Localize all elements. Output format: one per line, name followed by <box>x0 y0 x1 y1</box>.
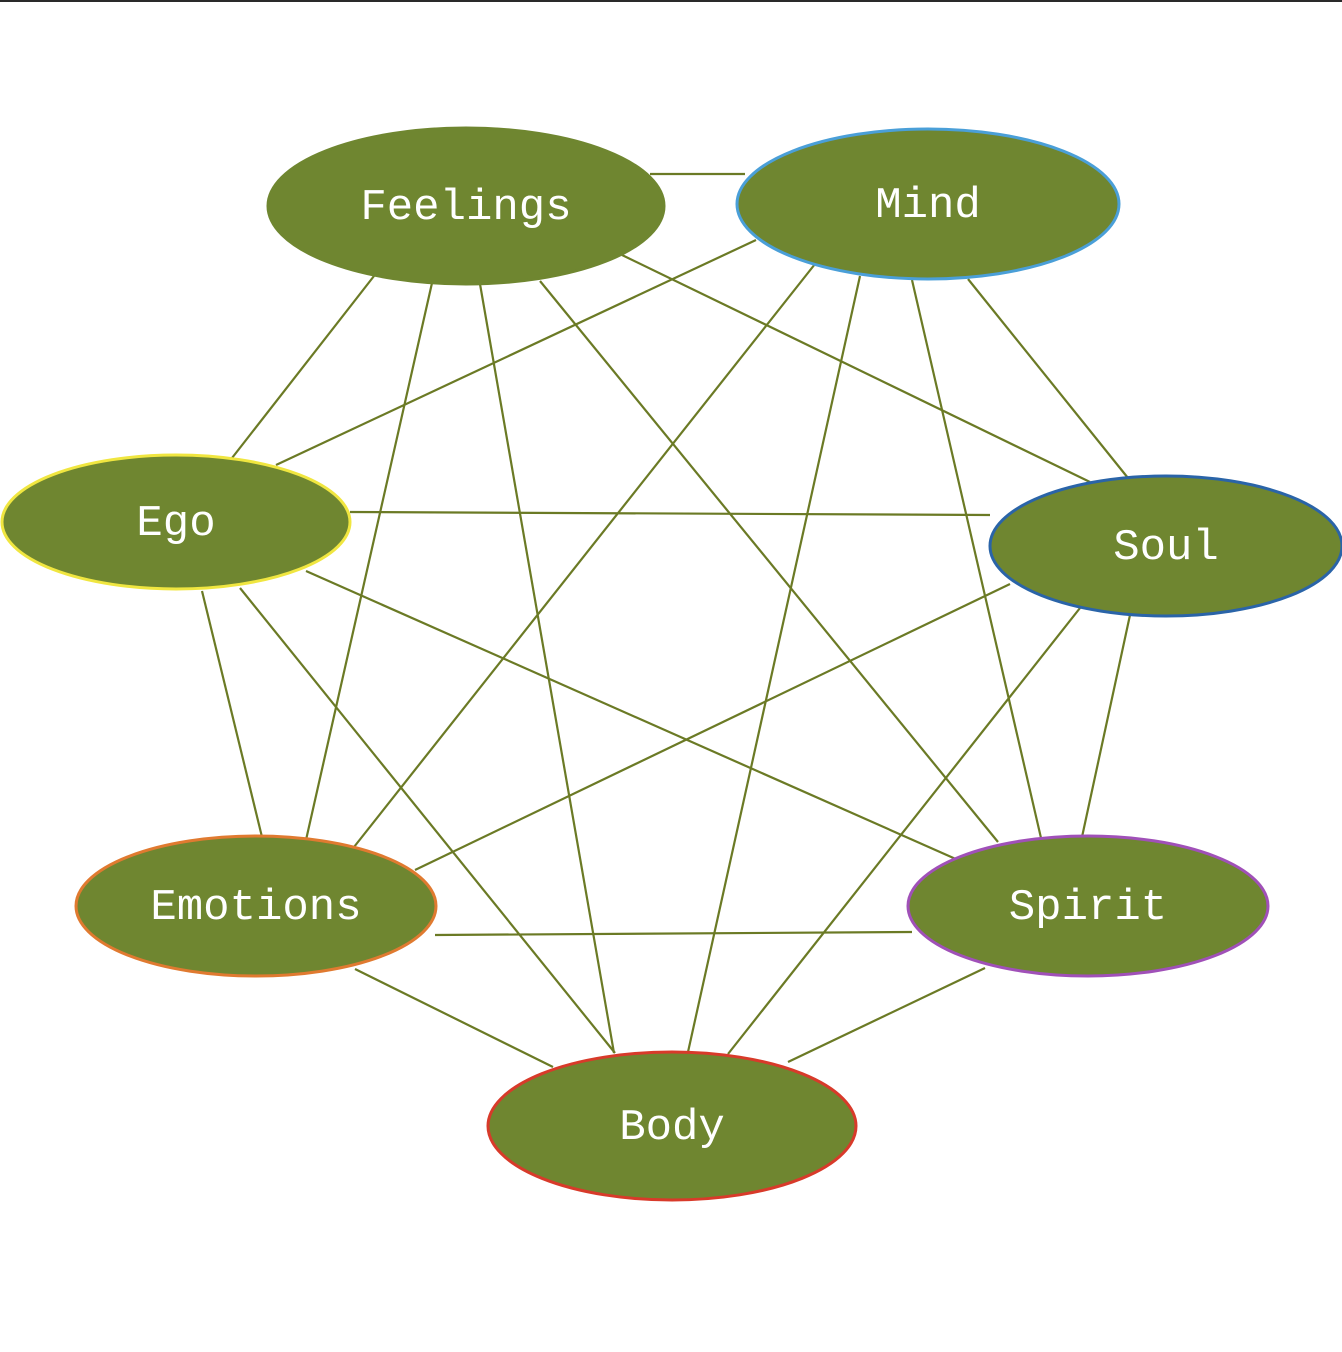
node-body[interactable]: Body <box>486 1050 858 1202</box>
node-ellipse-mind[interactable] <box>735 127 1121 281</box>
edges-layer <box>200 172 1132 1068</box>
node-ellipse-feelings[interactable] <box>266 126 666 286</box>
edge-mind-ego <box>275 239 757 466</box>
node-label-emotions: Emotions <box>150 883 361 933</box>
edge-emotions-body <box>354 968 554 1068</box>
node-mind[interactable]: Mind <box>735 127 1121 281</box>
edge-soul-spirit <box>1080 614 1132 838</box>
node-ellipse-emotions[interactable] <box>74 834 438 978</box>
edge-soul-emotions <box>414 583 1011 871</box>
edge-soul-body <box>727 607 1081 1055</box>
node-emotions[interactable]: Emotions <box>74 834 438 978</box>
node-soul[interactable]: Soul <box>988 474 1342 618</box>
node-ego[interactable]: Ego <box>0 453 352 591</box>
node-label-ego: Ego <box>136 499 215 549</box>
edge-ego-body <box>239 587 616 1054</box>
node-ellipse-body[interactable] <box>486 1050 858 1202</box>
node-feelings[interactable]: Feelings <box>266 126 666 286</box>
node-label-soul: Soul <box>1113 523 1219 573</box>
edge-feelings-spirit <box>539 280 999 843</box>
node-label-body: Body <box>619 1103 725 1153</box>
node-ellipse-ego[interactable] <box>0 453 352 591</box>
edge-ego-soul <box>349 510 991 517</box>
top-border <box>0 0 1342 2</box>
edge-feelings-body <box>478 283 616 1054</box>
node-label-mind: Mind <box>875 181 981 231</box>
edge-mind-soul <box>967 278 1129 479</box>
edge-mind-spirit <box>910 279 1043 839</box>
edge-ego-emotions <box>200 590 264 838</box>
node-ellipse-soul[interactable] <box>988 474 1342 618</box>
edge-mind-emotions <box>353 263 816 848</box>
edge-feelings-ego <box>231 275 375 459</box>
edge-mind-body <box>686 275 862 1053</box>
edge-emotions-spirit <box>434 930 913 937</box>
node-ellipse-spirit[interactable] <box>906 834 1270 978</box>
edge-ego-spirit <box>305 569 959 862</box>
node-spirit[interactable]: Spirit <box>906 834 1270 978</box>
node-label-feelings: Feelings <box>360 183 571 233</box>
edge-spirit-body <box>787 967 986 1063</box>
node-label-spirit: Spirit <box>1009 883 1167 933</box>
edge-feelings-soul <box>621 254 1091 483</box>
edge-feelings-emotions <box>304 282 434 841</box>
